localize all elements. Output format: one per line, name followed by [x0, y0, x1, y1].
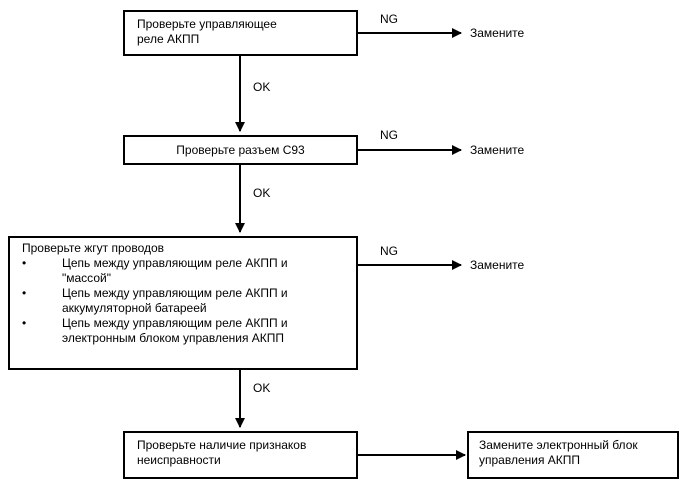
step-2-check-connector-box: Проверьте разъем С93 [123, 135, 358, 165]
step-1-text-line2: реле АКПП [137, 32, 200, 46]
step-3-bullet-list: Цепь между управляющим реле АКПП и "масс… [22, 256, 356, 346]
step-3-title: Проверьте жгут проводов [22, 241, 165, 255]
ng-label-1: NG [380, 12, 398, 26]
final-text-line1: Замените электронный блок [479, 438, 638, 452]
bullet-1-line1: Цепь между управляющим реле АКПП и [62, 256, 288, 270]
ok-label-1: OK [253, 80, 271, 94]
step-2-text: Проверьте разъем С93 [176, 143, 305, 157]
bullet-3-line1: Цепь между управляющим реле АКПП и [62, 316, 288, 330]
replace-label-3: Замените [470, 258, 525, 272]
replace-label-2: Замените [470, 143, 525, 157]
ng-label-2: NG [380, 128, 398, 142]
step-4-text-line1: Проверьте наличие признаков [137, 438, 307, 452]
step-3-bullet-1: Цепь между управляющим реле АКПП и "масс… [22, 256, 356, 286]
bullet-1-line2: "массой" [62, 271, 111, 285]
replace-label-1: Замените [470, 26, 525, 40]
bullet-2-line2: аккумуляторной батареей [62, 301, 207, 315]
ng-label-3: NG [380, 244, 398, 258]
final-replace-ecu-box: Замените электронный блок управления АКП… [467, 431, 679, 479]
step-3-check-harness-box: Проверьте жгут проводов Цепь между управ… [8, 236, 358, 370]
ok-label-2: OK [253, 186, 271, 200]
step-3-bullet-2: Цепь между управляющим реле АКПП и аккум… [22, 286, 356, 316]
step-4-text-line2: неисправности [137, 453, 221, 467]
bullet-2-line1: Цепь между управляющим реле АКПП и [62, 286, 288, 300]
step-1-check-relay-box: Проверьте управляющее реле АКПП [123, 10, 358, 56]
step-1-text-line1: Проверьте управляющее [137, 17, 277, 31]
ok-label-3: OK [253, 381, 271, 395]
bullet-3-line2: электронным блоком управления АКПП [62, 331, 285, 345]
step-4-check-symptoms-box: Проверьте наличие признаков неисправност… [123, 431, 358, 479]
final-text-line2: управления АКПП [479, 453, 581, 467]
step-3-bullet-3: Цепь между управляющим реле АКПП и элект… [22, 316, 356, 346]
